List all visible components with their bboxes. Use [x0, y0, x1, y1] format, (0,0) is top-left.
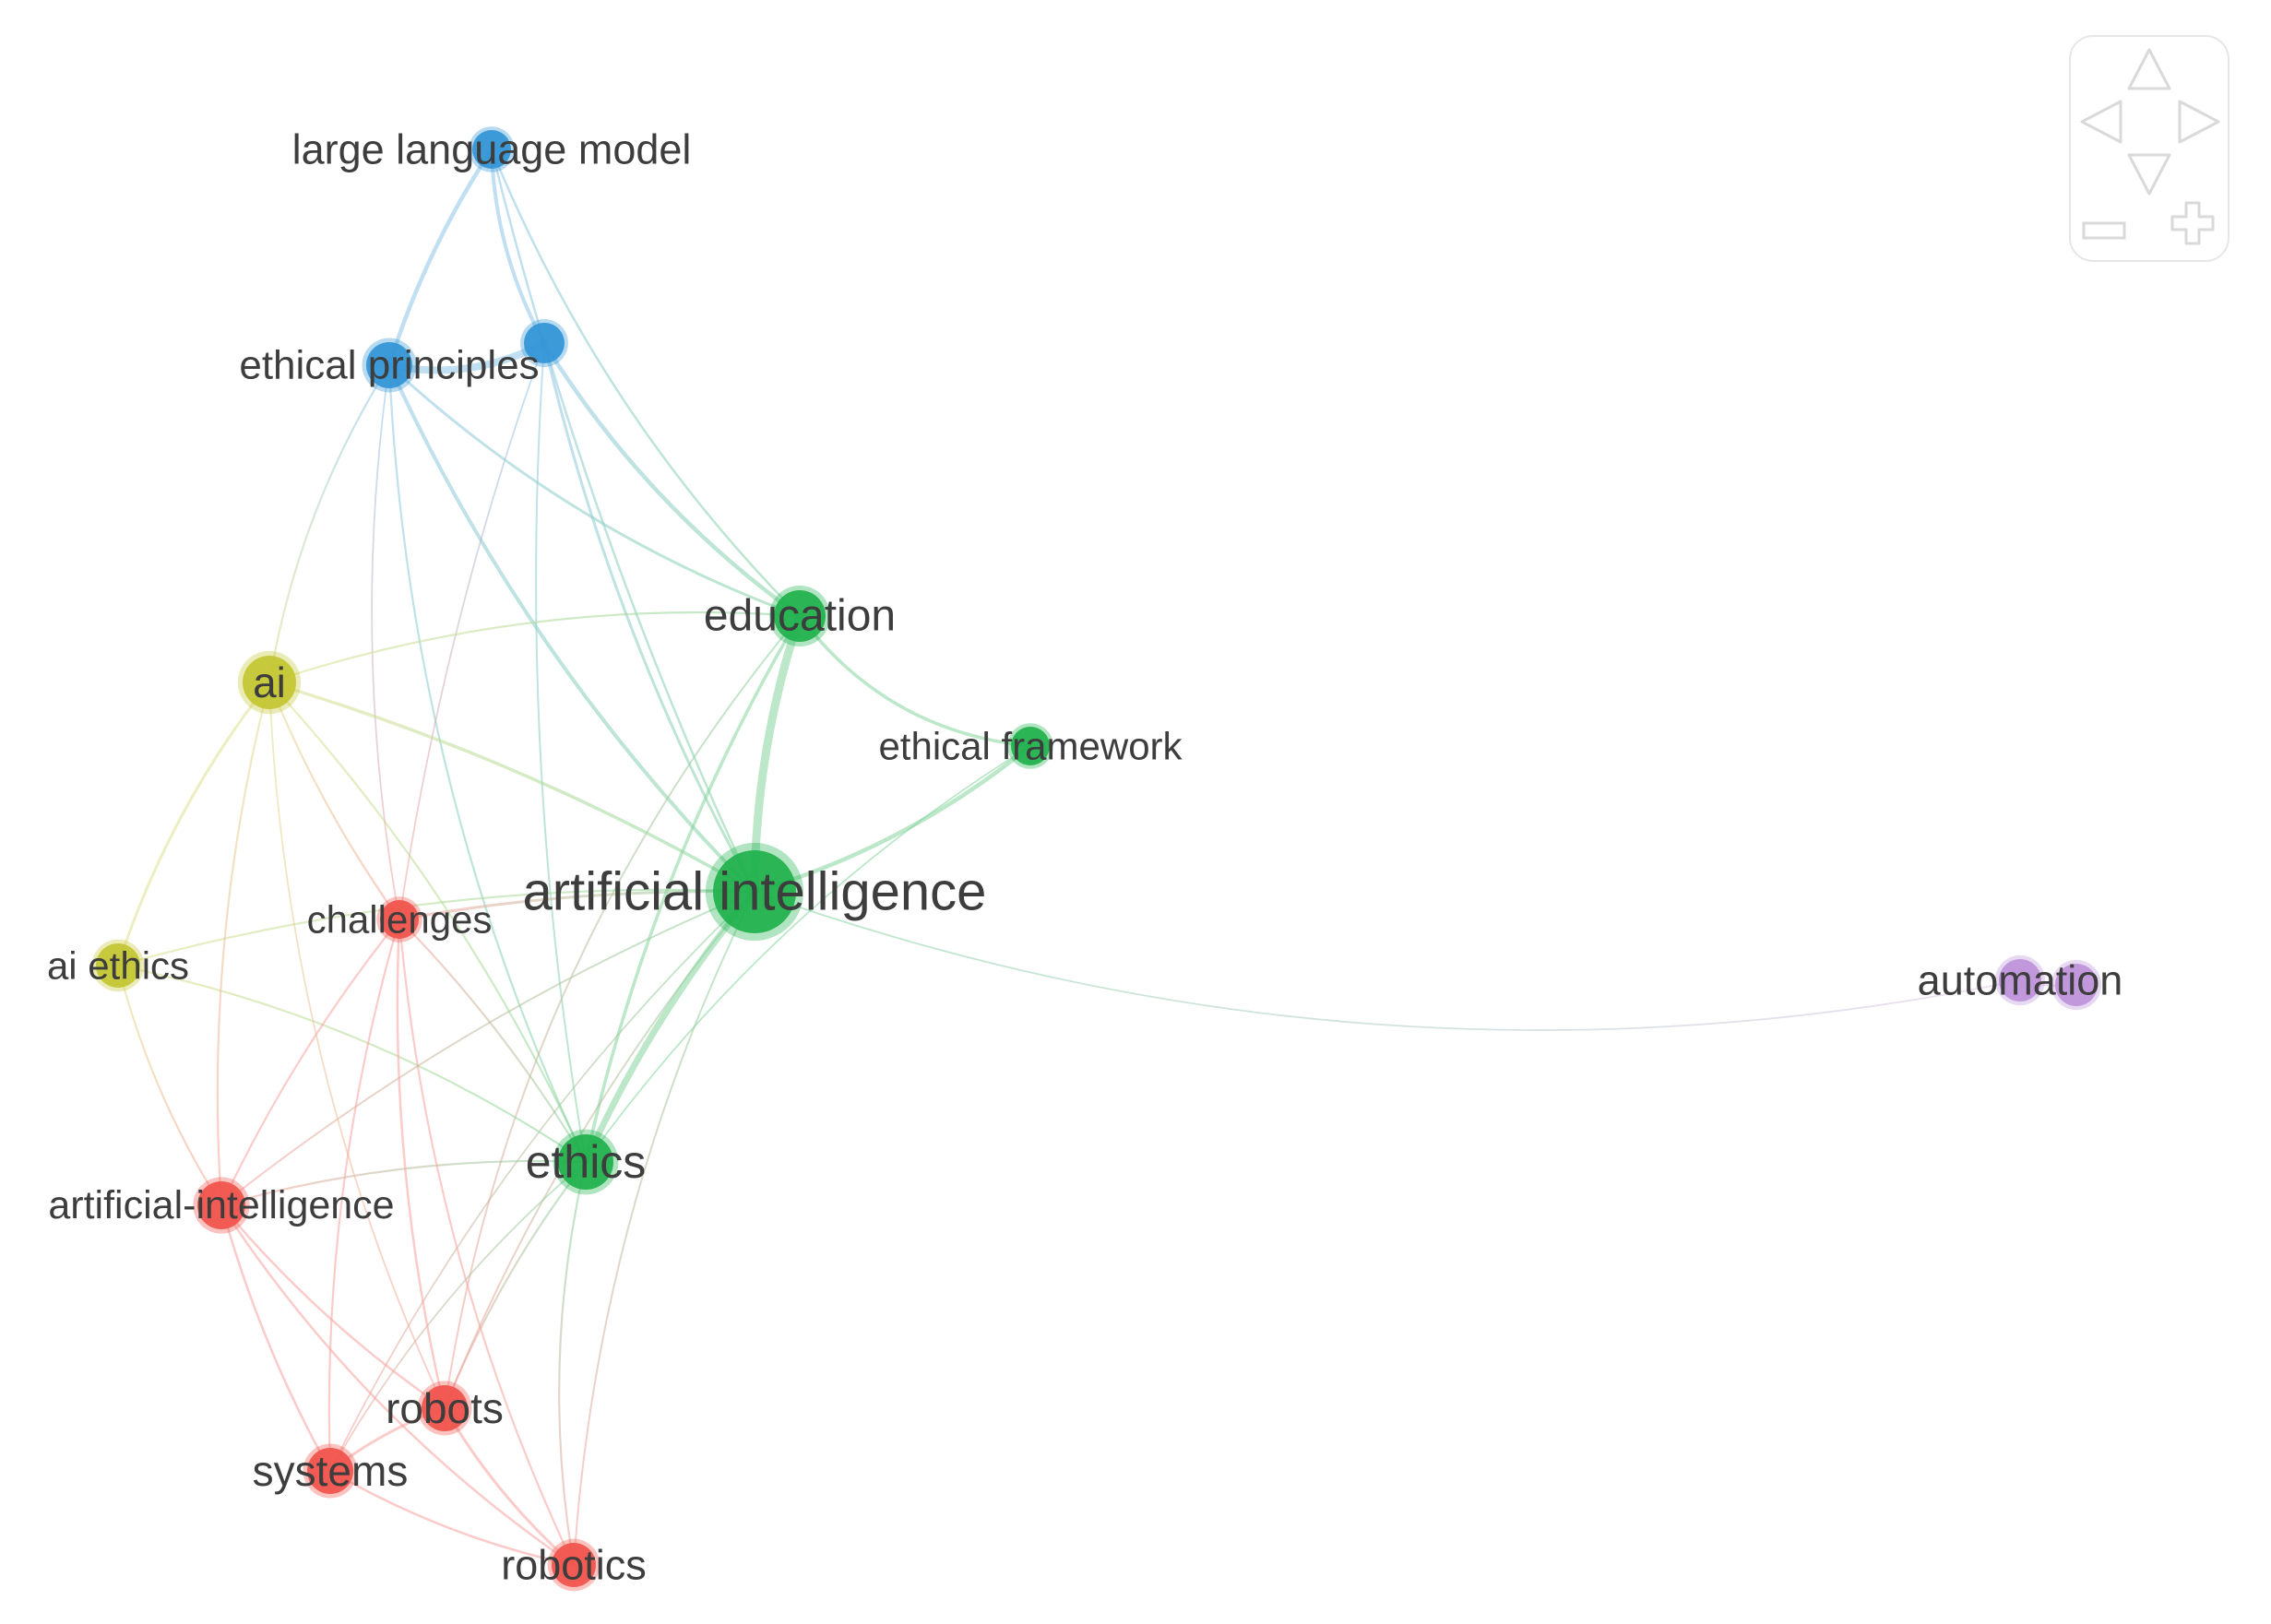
node-layer	[91, 126, 2102, 1592]
edge-ethical_principles--ethics	[387, 363, 588, 1164]
edge-artificial_intelligence--ai_ethics	[116, 888, 756, 967]
node-robots[interactable]	[422, 1385, 468, 1431]
edge-ethical_principles--artificial_intelligence	[387, 363, 756, 894]
minus-icon	[2082, 221, 2126, 240]
edge-llm--artificial_intelligence	[490, 148, 756, 894]
node-label-artificial_intelligence_hyphen[interactable]: artificial-intelligence	[48, 1183, 394, 1227]
node-label-ai_ethics[interactable]: ai ethics	[47, 944, 189, 988]
node-llm[interactable]	[472, 130, 511, 169]
edge-robots--robotics	[443, 1406, 576, 1567]
edge-blue_minor--artificial_intelligence	[542, 341, 756, 894]
edge-llm--education	[490, 148, 802, 618]
node-purple_minor[interactable]	[2055, 964, 2098, 1006]
edge-ai--ai_ethics	[116, 681, 271, 967]
node-label-ai[interactable]: ai	[253, 658, 286, 706]
edge-ethical_principles--challenges	[371, 364, 400, 920]
node-label-challenges[interactable]: challenges	[307, 898, 493, 942]
edge-challenges--robots	[396, 918, 446, 1410]
node-artificial_intelligence[interactable]	[713, 850, 796, 933]
edge-blue_minor--ethics	[535, 342, 587, 1163]
node-education[interactable]	[774, 590, 826, 642]
edge-ethics--ai	[268, 681, 588, 1164]
pan-up-button[interactable]	[2125, 48, 2173, 92]
edge-layer	[116, 147, 2078, 1567]
node-label-ethical_framework[interactable]: ethical framework	[878, 725, 1183, 768]
edge-artificial_intelligence_hyphen--robots	[220, 1203, 446, 1410]
right-arrow-icon	[2178, 100, 2220, 144]
node-label-robotics[interactable]: robotics	[501, 1542, 647, 1589]
up-arrow-icon	[2127, 48, 2171, 90]
edge-ethics--robots	[443, 1160, 588, 1410]
edge-ai--robots	[268, 682, 446, 1409]
edge-artificial_intelligence--artificial_intelligence_hyphen	[220, 891, 755, 1206]
node-label-ethics[interactable]: ethics	[526, 1136, 647, 1188]
node-ai_ethics[interactable]	[96, 943, 140, 988]
node-robotics[interactable]	[552, 1543, 596, 1587]
node-label-automation[interactable]: automation	[1918, 957, 2123, 1004]
node-label-artificial_intelligence[interactable]: artificial intelligence	[523, 862, 987, 922]
left-arrow-icon	[2080, 100, 2122, 144]
edge-ethics--challenges	[398, 918, 588, 1164]
plus-icon	[2170, 201, 2215, 245]
node-label-robots[interactable]: robots	[386, 1384, 504, 1432]
edge-artificial_intelligence--challenges	[398, 890, 756, 921]
edge-ethical_framework--ethics	[585, 745, 1031, 1163]
node-ethical_principles[interactable]	[366, 342, 412, 388]
pan-left-button[interactable]	[2078, 100, 2126, 144]
edge-artificial_intelligence--systems	[329, 891, 755, 1472]
edge-challenges--systems	[327, 918, 401, 1473]
edge-education--ethical_framework	[798, 614, 1032, 748]
node-ai[interactable]	[243, 656, 296, 709]
edge-ethics--robotics	[558, 1160, 588, 1567]
edge-artificial_intelligence_hyphen--robotics	[220, 1203, 576, 1567]
node-label-education[interactable]: education	[704, 592, 896, 641]
edge-ai--artificial_intelligence_hyphen	[216, 681, 271, 1207]
node-ethical_framework[interactable]	[1011, 727, 1050, 765]
pan-down-button[interactable]	[2125, 151, 2173, 196]
edge-education--ai	[268, 610, 802, 684]
edge-llm--blue_minor	[490, 148, 546, 345]
node-challenges[interactable]	[380, 900, 419, 939]
edge-blue_minor--education	[541, 340, 803, 619]
navigation-panel	[2069, 35, 2229, 262]
pan-right-button[interactable]	[2174, 100, 2222, 144]
edge-ethical_principles--education	[387, 363, 802, 618]
edge-systems--robotics	[328, 1469, 576, 1567]
edge-blue_minor--challenges	[398, 342, 545, 920]
zoom-in-button[interactable]	[2169, 201, 2217, 245]
edge-ethics--ai_ethics	[116, 964, 588, 1164]
edge-artificial_intelligence--ai	[268, 681, 756, 894]
edge-artificial_intelligence--ethical_framework	[752, 743, 1033, 895]
node-systems[interactable]	[307, 1448, 353, 1494]
edge-ai--challenges	[268, 681, 401, 921]
node-label-llm[interactable]: large language model	[292, 126, 692, 173]
down-arrow-icon	[2127, 153, 2171, 196]
edge-challenges--robotics	[398, 918, 576, 1567]
edge-ethics--artificial_intelligence_hyphen	[220, 1159, 588, 1207]
label-layer: large language model ethical principles ed…	[47, 126, 2122, 1589]
node-blue_minor[interactable]	[524, 323, 565, 363]
node-label-systems[interactable]: systems	[253, 1447, 409, 1495]
edge-ai_ethics--artificial_intelligence_hyphen	[116, 964, 223, 1207]
edge-challenges--artificial_intelligence_hyphen	[220, 918, 401, 1207]
edge-llm--ethical_principles	[386, 147, 494, 368]
edge-ethics--systems	[329, 1161, 587, 1472]
edge-artificial_intelligence_hyphen--systems	[220, 1203, 332, 1473]
node-automation[interactable]	[1999, 959, 2041, 1002]
edge-education--ethics	[584, 614, 802, 1164]
node-label-ethical_principles[interactable]: ethical principles	[239, 343, 539, 388]
zoom-out-button[interactable]	[2080, 208, 2128, 253]
edge-education--robots	[444, 615, 801, 1409]
node-artificial_intelligence_hyphen[interactable]	[197, 1181, 245, 1229]
edge-ethical_principles--ai	[268, 363, 391, 684]
node-ethics[interactable]	[558, 1134, 613, 1190]
edge-artificial_intelligence--automation	[754, 891, 2021, 1031]
edge-artificial_intelligence--robotics	[573, 891, 755, 1566]
